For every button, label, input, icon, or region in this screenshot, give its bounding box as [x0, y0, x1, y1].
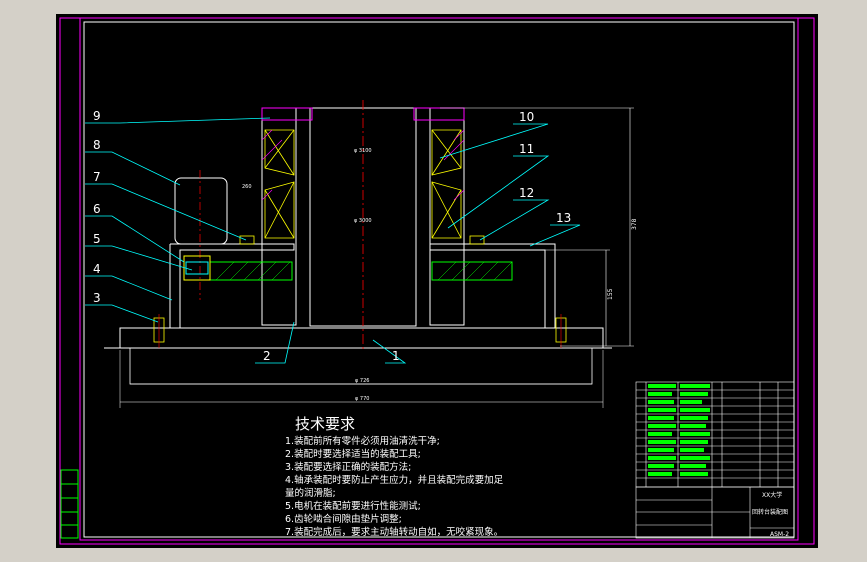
gear-right	[431, 261, 513, 281]
dim-d2: φ 3000	[354, 218, 372, 224]
drawing-name: 回转台装配图	[752, 508, 788, 516]
inner-frame	[79, 17, 799, 541]
note-line-7: 6.齿轮啮合间隙由垫片调整;	[285, 513, 402, 525]
motor	[174, 177, 228, 245]
parts-list-fill	[648, 384, 710, 476]
balloon-10: 10	[519, 110, 534, 124]
dim-h2: 155	[607, 288, 614, 300]
note-line-8: 7.装配完成后，要求主动轴转动自如，无咬紧现象。	[285, 526, 503, 538]
parts-list	[635, 381, 795, 488]
technical-notes: 技术要求 1.装配前所有零件必须用油清洗干净; 2.装配时要选择适当的装配工具;…	[285, 415, 504, 538]
dim-d1: φ 3100	[354, 148, 372, 154]
balloon-1: 1	[392, 349, 400, 363]
balloon-2: 2	[263, 349, 271, 363]
parts-list-rows	[636, 389, 794, 479]
left-housing	[169, 243, 295, 329]
note-line-2: 2.装配时要选择适当的装配工具;	[285, 448, 421, 460]
title-block	[635, 486, 795, 539]
dim-h1: 378	[631, 218, 638, 230]
note-line-3: 3.装配要选择正确的装配方法;	[285, 461, 411, 473]
balloon-9: 9	[93, 109, 101, 123]
dim-small: 260	[242, 184, 252, 190]
dim-d3: φ 726	[355, 378, 369, 384]
company-name: XX大学	[762, 491, 782, 499]
balloon-8: 8	[93, 138, 101, 152]
balloon-13: 13	[556, 211, 571, 225]
balloon-3: 3	[93, 291, 101, 305]
note-line-1: 1.装配前所有零件必须用油清洗干净;	[285, 435, 440, 447]
balloon-4: 4	[93, 262, 101, 276]
dim-d4: φ 770	[355, 396, 369, 402]
drawing-number: ASM-2	[770, 531, 789, 538]
balloon-7: 7	[93, 170, 101, 184]
assembly-view: φ 3100 φ 3000 260 φ 726 φ 770 378 155	[104, 100, 638, 408]
balloon-5: 5	[93, 232, 101, 246]
balloon-11: 11	[519, 142, 534, 156]
balloon-6: 6	[93, 202, 101, 216]
binding-strip	[60, 469, 79, 539]
balloon-12: 12	[519, 186, 534, 200]
note-line-4: 4.轴承装配时要防止产生应力，并且装配完成要加足	[285, 474, 504, 486]
note-line-6: 5.电机在装配前要进行性能测试;	[285, 500, 421, 512]
border-stripe	[83, 21, 795, 538]
note-line-5: 量的润滑脂;	[285, 487, 336, 499]
notes-title: 技术要求	[295, 415, 355, 433]
leader-lines	[85, 117, 581, 364]
